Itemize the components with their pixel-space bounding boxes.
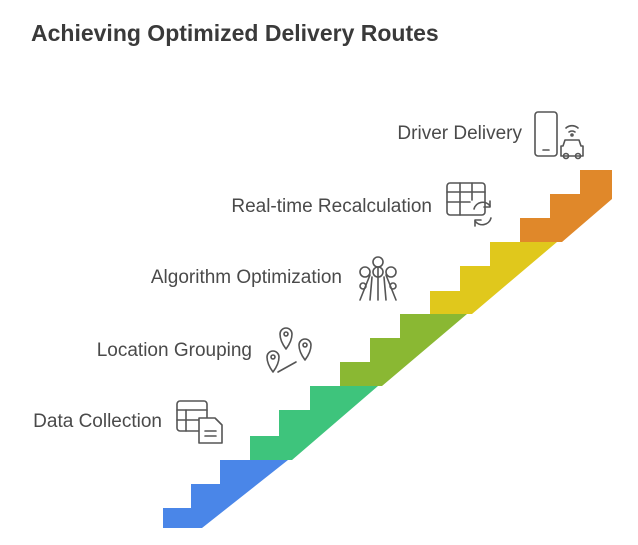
step-segment-driver-delivery	[520, 170, 612, 242]
step-label-location-grouping: Location Grouping	[96, 340, 252, 361]
table-refresh-icon	[446, 182, 492, 227]
step-segment-real-time-recalculation	[430, 242, 557, 314]
phone-car-icon	[534, 111, 584, 160]
step-label-driver-delivery: Driver Delivery	[397, 123, 522, 144]
step-label-data-collection: Data Collection	[33, 411, 162, 432]
step-segment-location-grouping	[250, 386, 378, 460]
network-nodes-icon	[359, 256, 397, 301]
step-segment-data-collection	[163, 460, 288, 528]
step-segment-algorithm-optimization	[340, 314, 467, 386]
page-title: Achieving Optimized Delivery Routes	[31, 20, 439, 46]
table-document-icon	[176, 400, 223, 444]
step-label-algorithm-optimization: Algorithm Optimization	[150, 267, 342, 288]
staircase	[163, 170, 612, 528]
step-label-real-time-recalculation: Real-time Recalculation	[231, 196, 432, 217]
location-pins-icon	[266, 327, 312, 373]
